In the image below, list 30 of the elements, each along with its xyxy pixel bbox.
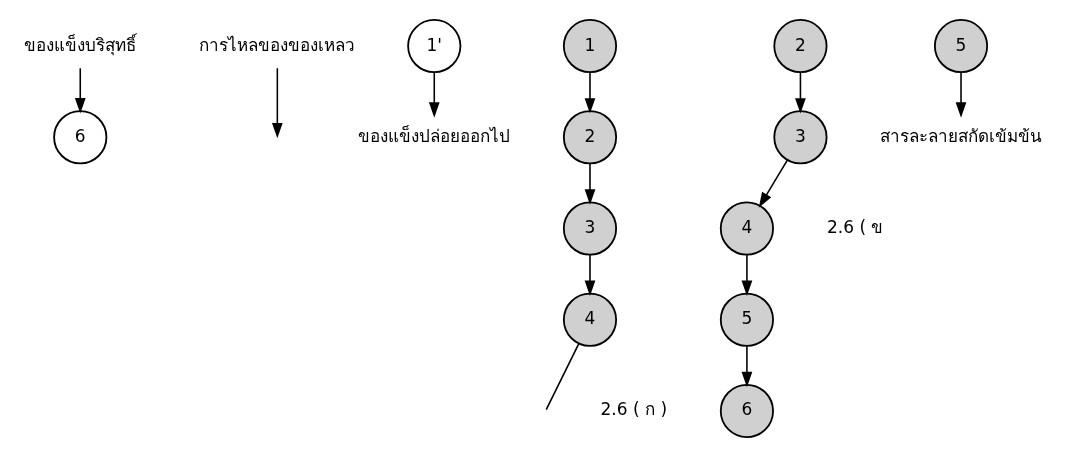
node-circle: 4 (562, 292, 618, 347)
node-text: การไหลของของเหลว (199, 34, 356, 55)
node-circle: 2 (773, 18, 828, 74)
arrow (955, 71, 967, 118)
arrow (74, 67, 86, 114)
node-circle: 1' (407, 18, 462, 74)
node-circle: 5 (719, 292, 774, 347)
node-circle: 5 (933, 18, 989, 74)
arrow (428, 71, 440, 118)
arrow (795, 71, 806, 114)
node-circle: 6 (719, 383, 774, 439)
node-circle: 4 (719, 201, 774, 256)
node-circle: 3 (562, 201, 618, 256)
node-text: สารละลายสกัดเข้มข้น (880, 125, 1043, 146)
arrow (584, 71, 596, 114)
arrow (741, 345, 753, 388)
label: 2.6 ( ก ) (600, 399, 668, 420)
label: 2.6 ( ข (826, 217, 884, 237)
node-text: ของแข็งปล่อยออกไป (358, 125, 511, 146)
node-text: ของแข็งบริสุทธิ์ (24, 34, 137, 55)
connector (545, 343, 580, 411)
node-circle: 1 (562, 18, 618, 74)
arrow (584, 162, 596, 205)
arrow (271, 67, 283, 139)
node-circle: 6 (53, 110, 108, 165)
node-circle: 3 (773, 110, 828, 165)
node-circle: 2 (562, 110, 618, 165)
arrow (741, 254, 753, 296)
arrow (584, 254, 596, 296)
arrow (758, 159, 788, 208)
